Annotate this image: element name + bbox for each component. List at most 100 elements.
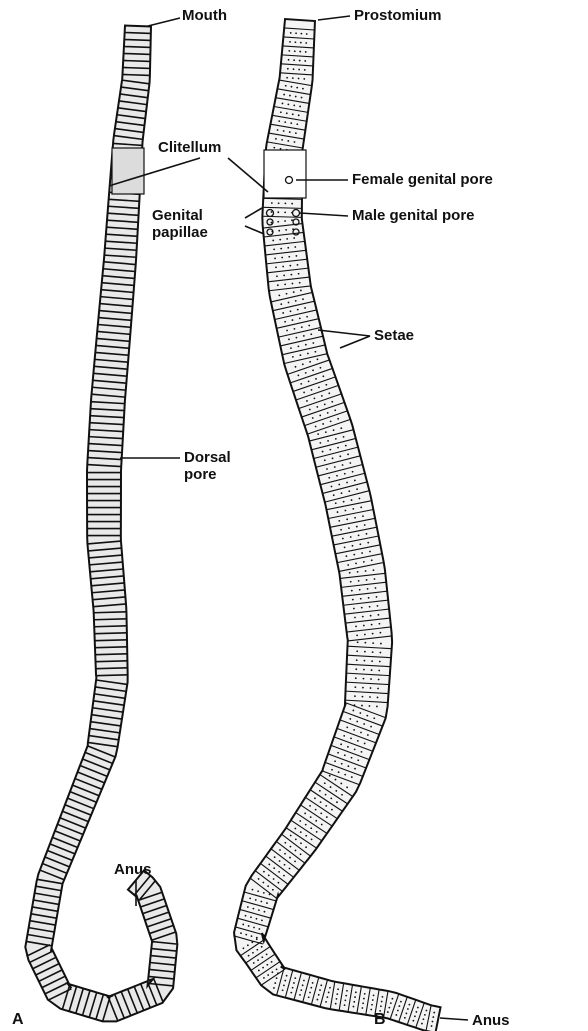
leader-setae-2 bbox=[340, 336, 370, 348]
seta-dot bbox=[378, 679, 380, 681]
seta-dot bbox=[433, 1012, 435, 1014]
seta-dot bbox=[363, 723, 365, 725]
seta-dot bbox=[263, 892, 265, 894]
seta-dot bbox=[267, 974, 269, 976]
seta-dot bbox=[282, 103, 284, 105]
seta-dot bbox=[346, 482, 348, 484]
seta-dot bbox=[294, 828, 296, 830]
seta-dot bbox=[355, 563, 357, 565]
seta-dot bbox=[371, 669, 373, 671]
seta-dot bbox=[372, 642, 374, 644]
seta-dot bbox=[321, 824, 323, 826]
seta-dot bbox=[289, 265, 291, 267]
seta-dot bbox=[367, 542, 369, 544]
seta-dot bbox=[261, 919, 263, 921]
seta-dot bbox=[300, 989, 302, 991]
label-dorsal-pore-1: Dorsal bbox=[184, 450, 231, 466]
seta-dot bbox=[371, 1004, 373, 1006]
seta-dot bbox=[309, 992, 311, 994]
seta-dot bbox=[343, 501, 345, 503]
seta-dot bbox=[337, 447, 339, 449]
seta-dot bbox=[363, 669, 365, 671]
seta-dot bbox=[263, 977, 265, 979]
label-prostomium: Prostomium bbox=[354, 8, 442, 24]
seta-dot bbox=[283, 94, 285, 96]
seta-dot bbox=[286, 238, 288, 240]
seta-dot bbox=[307, 353, 309, 355]
seta-dot bbox=[300, 842, 302, 844]
seta-dot bbox=[334, 409, 336, 411]
seta-dot bbox=[272, 889, 274, 891]
seta-dot bbox=[357, 740, 359, 742]
seta-dot bbox=[361, 751, 363, 753]
seta-dot bbox=[362, 696, 364, 698]
body-segment-ring bbox=[94, 619, 127, 620]
seta-dot bbox=[336, 801, 338, 803]
seta-dot bbox=[431, 1025, 433, 1027]
seta-dot bbox=[279, 860, 281, 862]
seta-dot bbox=[368, 597, 370, 599]
seta-dot bbox=[248, 925, 250, 927]
label-genital-papillae-2: papillae bbox=[152, 225, 208, 241]
seta-dot bbox=[290, 310, 292, 312]
leader-mouth bbox=[148, 18, 180, 26]
seta-dot bbox=[302, 88, 304, 90]
seta-dot bbox=[331, 486, 333, 488]
seta-dot bbox=[361, 607, 363, 609]
seta-dot bbox=[273, 248, 275, 250]
seta-dot bbox=[356, 659, 358, 661]
seta-dot bbox=[362, 1002, 364, 1004]
seta-dot bbox=[372, 651, 374, 653]
seta-dot bbox=[290, 846, 292, 848]
seta-dot bbox=[264, 911, 266, 913]
seta-dot bbox=[292, 987, 294, 989]
seta-dot bbox=[258, 928, 260, 930]
seta-dot bbox=[371, 624, 373, 626]
seta-dot bbox=[290, 347, 292, 349]
seta-dot bbox=[295, 850, 297, 852]
seta-dot bbox=[347, 765, 349, 767]
seta-dot bbox=[408, 1004, 410, 1006]
seta-dot bbox=[360, 732, 362, 734]
seta-dot bbox=[291, 203, 293, 205]
seta-dot bbox=[340, 427, 342, 429]
seta-dot bbox=[344, 1004, 346, 1006]
seta-dot bbox=[247, 906, 249, 908]
seta-dot bbox=[290, 274, 292, 276]
seta-dot bbox=[415, 1011, 417, 1013]
seta-dot bbox=[371, 660, 373, 662]
seta-dot bbox=[322, 423, 324, 425]
seta-dot bbox=[363, 678, 365, 680]
seta-dot bbox=[380, 1005, 382, 1007]
seta-dot bbox=[363, 561, 365, 563]
seta-dot bbox=[364, 524, 366, 526]
seta-dot bbox=[356, 650, 358, 652]
seta-dot bbox=[289, 95, 291, 97]
body-segment-ring bbox=[124, 53, 151, 54]
seta-dot bbox=[366, 533, 368, 535]
seta-dot bbox=[347, 564, 349, 566]
seta-dot bbox=[306, 400, 308, 402]
seta-dot bbox=[271, 211, 273, 213]
seta-dot bbox=[322, 375, 324, 377]
seta-dot bbox=[377, 605, 379, 607]
seta-dot bbox=[317, 358, 319, 360]
seta-dot bbox=[284, 864, 286, 866]
seta-dot bbox=[312, 417, 314, 419]
label-anus-a: Anus bbox=[114, 862, 152, 878]
seta-dot bbox=[370, 615, 372, 617]
seta-dot bbox=[253, 962, 255, 964]
seta-dot bbox=[375, 587, 377, 589]
seta-dot bbox=[366, 579, 368, 581]
seta-dot bbox=[320, 984, 322, 986]
body-segment-ring bbox=[122, 74, 149, 75]
seta-dot bbox=[278, 202, 280, 204]
seta-dot bbox=[316, 831, 318, 833]
seta-dot bbox=[358, 534, 360, 536]
seta-dot bbox=[316, 999, 318, 1001]
seta-dot bbox=[346, 786, 348, 788]
seta-dot bbox=[377, 697, 379, 699]
seta-dot bbox=[293, 291, 295, 293]
seta-dot bbox=[309, 409, 311, 411]
